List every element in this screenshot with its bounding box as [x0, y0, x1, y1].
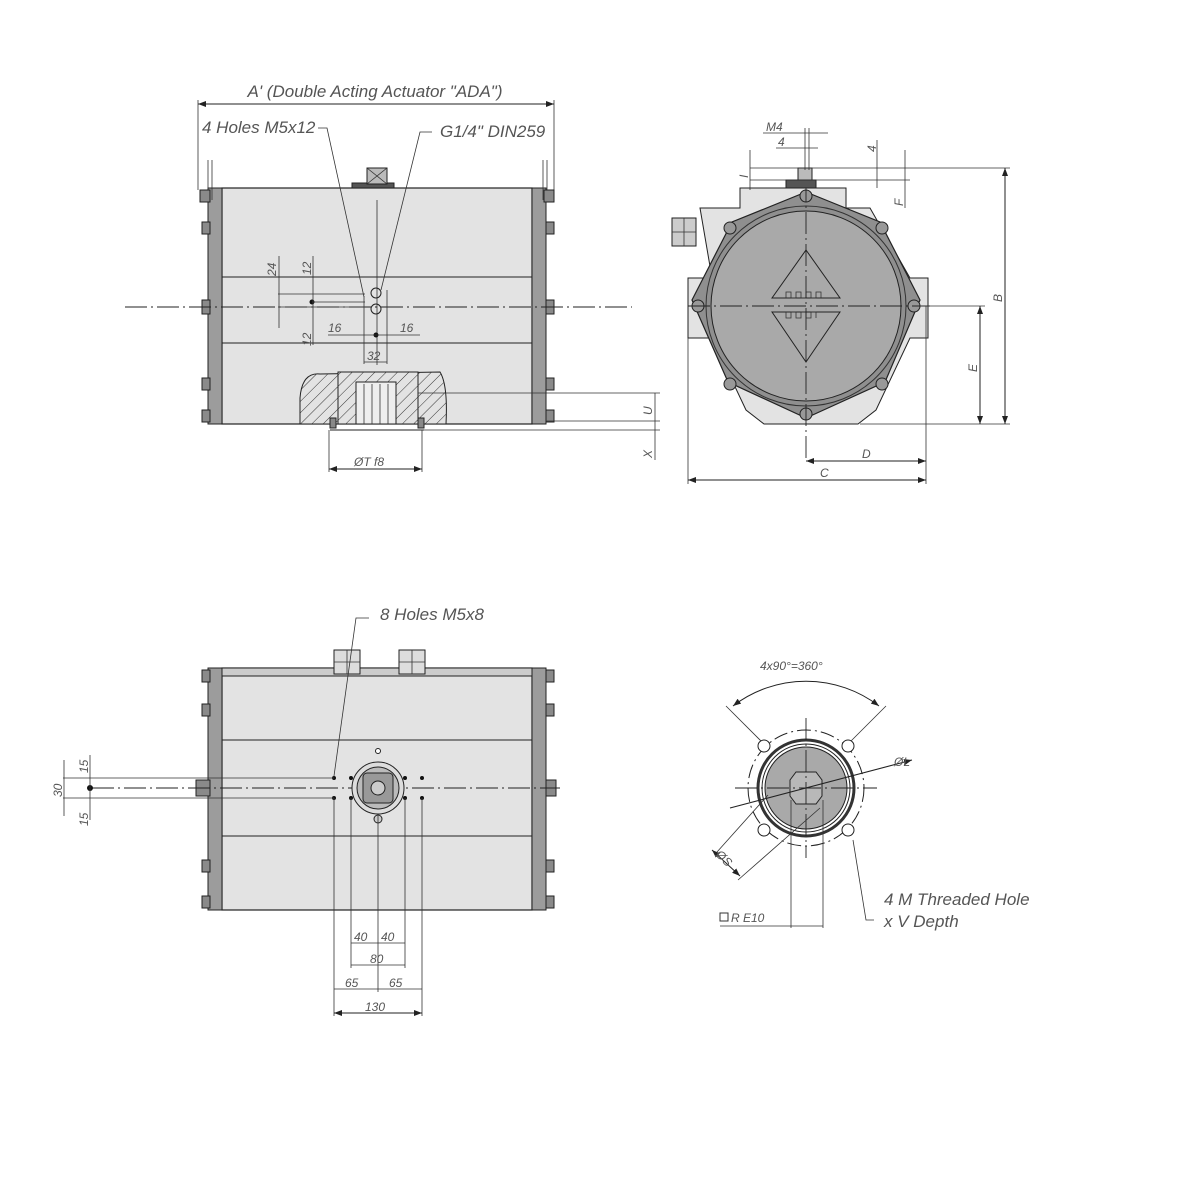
- dim-I: I: [737, 174, 751, 178]
- output-shaft: [351, 748, 405, 824]
- dim-12-top: 12: [300, 261, 314, 275]
- dim-12-bottom: 12: [300, 332, 314, 346]
- dim-S: ØS: [712, 847, 735, 870]
- end-cap-right: [531, 187, 547, 425]
- dim-U: U: [641, 406, 655, 415]
- actuator-title-dimension: A' (Double Acting Actuator "ADA"): [247, 82, 503, 101]
- dim-80: 80: [370, 952, 384, 966]
- dim-40-left: 40: [354, 930, 368, 944]
- dim-L: ØL: [893, 755, 910, 769]
- dim-24: 24: [265, 262, 279, 277]
- dim-16-left: 16: [328, 321, 342, 335]
- flange-view: 4x90°=360° ØL ØS R E10 4 M Threaded Hole…: [711, 659, 1030, 931]
- port-g14-note: G1/4" DIN259: [440, 122, 546, 141]
- dim-M4: M4: [766, 120, 783, 134]
- dim-4-width: 4: [778, 135, 785, 149]
- dim-R: R E10: [731, 911, 765, 925]
- port-hole: [370, 287, 382, 299]
- end-view-top: M4 4 I 4 F B E D C: [671, 120, 1010, 484]
- dim-D: D: [862, 447, 871, 461]
- air-port-fittings: [333, 649, 426, 675]
- threaded-holes: [757, 739, 855, 837]
- side-view-top: A' (Double Acting Actuator "ADA"): [125, 82, 660, 472]
- dim-T: ØT f8: [353, 455, 384, 469]
- top-view-bottom: 8 Holes M5x8 15 30 15 40 40 80 65 65 130: [51, 605, 560, 1016]
- dim-F: F: [892, 198, 906, 206]
- thread-note-line-2: x V Depth: [883, 912, 959, 931]
- dim-15-bottom: 15: [77, 812, 91, 826]
- bolt-angle-label: 4x90°=360°: [760, 659, 823, 673]
- dim-C: C: [820, 466, 829, 480]
- dim-65-left: 65: [345, 976, 359, 990]
- dim-32: 32: [367, 349, 381, 363]
- holes-m5x8-note: 8 Holes M5x8: [380, 605, 484, 624]
- dim-40-right: 40: [381, 930, 395, 944]
- dim-15-top: 15: [77, 759, 91, 773]
- top-port-fitting: [351, 167, 395, 189]
- dim-16-right: 16: [400, 321, 414, 335]
- dim-130: 130: [365, 1000, 385, 1014]
- thread-note-line-1: 4 M Threaded Hole: [884, 890, 1030, 909]
- dim-30: 30: [51, 783, 65, 797]
- dim-E: E: [966, 363, 980, 372]
- dim-B: B: [991, 294, 1005, 302]
- dim-X: X: [641, 449, 655, 459]
- dim-65-right: 65: [389, 976, 403, 990]
- dim-4-height: 4: [865, 145, 879, 152]
- square-symbol: [719, 912, 729, 922]
- holes-m5x12-note: 4 Holes M5x12: [202, 118, 316, 137]
